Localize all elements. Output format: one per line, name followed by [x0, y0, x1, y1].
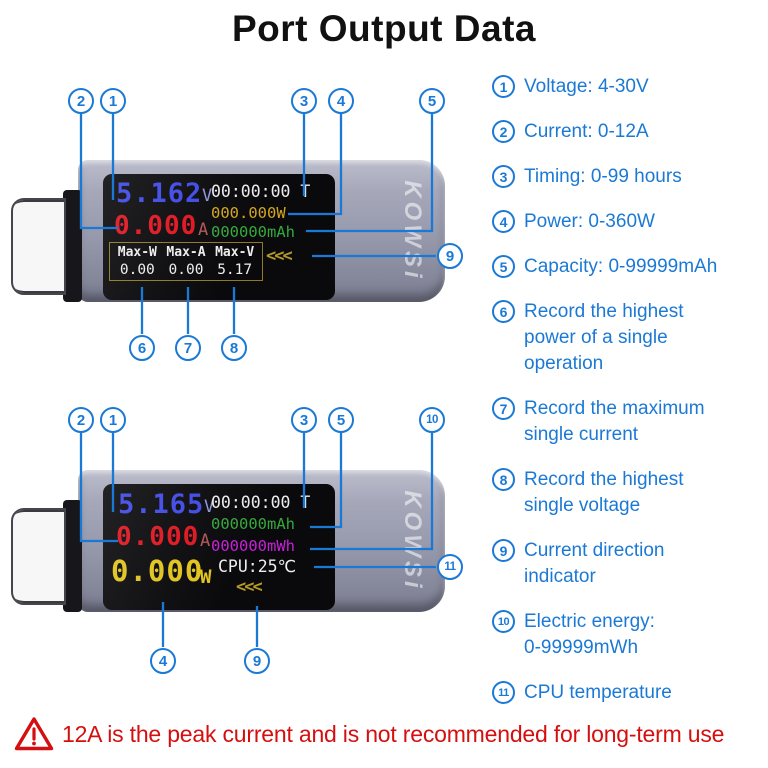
legend-text-energy: Electric energy: 0-99999mWh: [524, 611, 655, 658]
callout-10-device2: 10: [419, 407, 445, 433]
power-readout: 000.000W: [211, 204, 286, 222]
usb-c-plug: [11, 198, 66, 295]
voltage-value: 5.162: [116, 178, 203, 209]
legend-item-voltage: 1 Voltage: 4-30V: [492, 74, 764, 100]
current-unit: A: [198, 220, 209, 240]
legend-num-1: 1: [492, 75, 515, 98]
max-records-panel: Max-W Max-A Max-V 0.00 0.00 5.17: [109, 242, 263, 281]
callout-1-device1: 1: [100, 88, 126, 114]
warning-banner: 12A is the peak current and is not recom…: [14, 716, 724, 752]
legend-item-power: 4 Power: 0-360W: [492, 209, 764, 235]
timer-readout: 00:00:00 T: [211, 493, 311, 512]
legend-text-capacity: Capacity: 0-99999mAh: [524, 256, 718, 277]
usb-plug-collar: [63, 190, 82, 302]
max-v-header: Max-V: [215, 245, 255, 260]
legend-item-current: 2 Current: 0-12A: [492, 119, 764, 145]
max-w-value: 0.00: [119, 262, 155, 278]
legend-num-7: 7: [492, 397, 515, 420]
callout-5-device1: 5: [419, 88, 445, 114]
legend: 1 Voltage: 4-30V 2 Current: 0-12A 3 Timi…: [492, 74, 764, 706]
warning-triangle-icon: [14, 717, 54, 751]
legend-text-max-power: Record the highest power of a single ope…: [524, 301, 684, 374]
callout-2-device2: 2: [68, 407, 94, 433]
current-value: 0.000: [116, 522, 200, 552]
callout-11-device2: 11: [437, 554, 463, 580]
legend-text-direction: Current direction indicator: [524, 540, 665, 587]
legend-item-energy: 10 Electric energy: 0-99999mWh: [492, 609, 764, 661]
energy-readout: 000000mWh: [211, 537, 295, 555]
legend-text-power: Power: 0-360W: [524, 211, 655, 232]
legend-num-9: 9: [492, 539, 515, 562]
lcd-screen-1: 5.162 V 00:00:00 T 000.000W 000000mAh 0.…: [103, 174, 335, 300]
legend-text-voltage: Voltage: 4-30V: [524, 76, 649, 97]
usb-plug-collar: [63, 500, 82, 612]
max-w-header: Max-W: [117, 245, 157, 260]
voltage-value: 5.165: [118, 489, 205, 520]
legend-item-capacity: 5 Capacity: 0-99999mAh: [492, 254, 764, 280]
cpu-temperature-readout: CPU:25℃: [218, 557, 297, 576]
legend-num-10: 10: [492, 610, 515, 633]
callout-9-device2: 9: [244, 648, 270, 674]
callout-2-device1: 2: [68, 88, 94, 114]
current-value: 0.000: [114, 211, 198, 241]
legend-num-2: 2: [492, 120, 515, 143]
power-unit: W: [200, 566, 212, 588]
legend-item-direction: 9 Current direction indicator: [492, 538, 764, 590]
legend-num-6: 6: [492, 300, 515, 323]
legend-item-cpu-temp: 11 CPU temperature: [492, 680, 764, 706]
capacity-readout: 000000mAh: [211, 515, 295, 533]
voltage-unit: V: [204, 497, 215, 517]
capacity-readout: 000000mAh: [211, 223, 295, 241]
legend-text-max-current: Record the maximum single current: [524, 398, 705, 445]
power-value: 0.000: [111, 554, 204, 588]
current-direction-arrows-icon: <<<: [236, 577, 263, 597]
current-direction-arrows-icon: <<<: [266, 246, 293, 266]
legend-num-3: 3: [492, 165, 515, 188]
callout-5-device2: 5: [328, 407, 354, 433]
legend-item-max-power: 6 Record the highest power of a single o…: [492, 299, 764, 377]
legend-item-max-current: 7 Record the maximum single current: [492, 396, 764, 448]
callout-1-device2: 1: [100, 407, 126, 433]
legend-num-8: 8: [492, 468, 515, 491]
current-unit: A: [200, 531, 211, 551]
voltage-unit: V: [202, 186, 213, 206]
callout-4-device1: 4: [328, 88, 354, 114]
callout-8-device1: 8: [221, 335, 247, 361]
warning-text: 12A is the peak current and is not recom…: [62, 720, 725, 747]
legend-num-11: 11: [492, 681, 515, 704]
max-a-value: 0.00: [168, 262, 204, 278]
page-title: Port Output Data: [232, 8, 536, 49]
callout-3-device2: 3: [291, 407, 317, 433]
timer-readout: 00:00:00 T: [211, 182, 311, 201]
max-a-header: Max-A: [166, 245, 206, 260]
callout-7-device1: 7: [175, 335, 201, 361]
legend-num-4: 4: [492, 210, 515, 233]
brand-logo: KOWSi: [399, 490, 426, 592]
legend-num-5: 5: [492, 255, 515, 278]
callout-9-device1: 9: [437, 243, 463, 269]
max-v-value: 5.17: [217, 262, 253, 278]
legend-text-max-voltage: Record the highest single voltage: [524, 469, 684, 516]
callout-4-device2: 4: [150, 648, 176, 674]
callout-3-device1: 3: [291, 88, 317, 114]
usb-c-plug: [11, 508, 66, 605]
lcd-screen-2: 5.165 V 00:00:00 T 000000mAh 0.000 A 000…: [103, 484, 335, 610]
callout-6-device1: 6: [129, 335, 155, 361]
brand-logo: KOWSi: [399, 180, 426, 282]
legend-item-max-voltage: 8 Record the highest single voltage: [492, 467, 764, 519]
legend-text-timing: Timing: 0-99 hours: [524, 166, 682, 187]
legend-text-cpu-temp: CPU temperature: [524, 682, 672, 703]
legend-text-current: Current: 0-12A: [524, 121, 649, 142]
legend-item-timing: 3 Timing: 0-99 hours: [492, 164, 764, 190]
